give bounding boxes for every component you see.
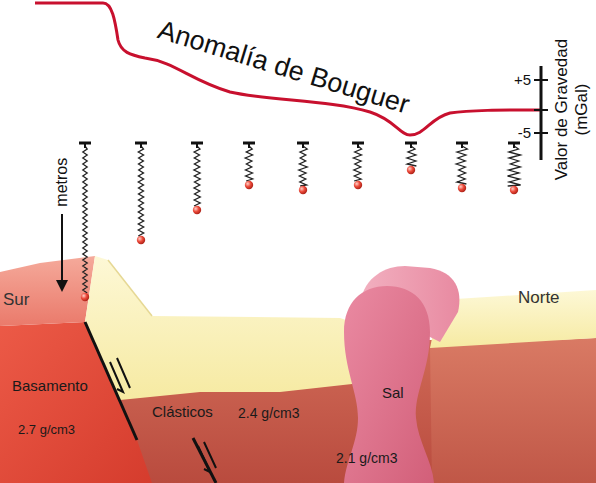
density-value: 2.4 g/cm3 bbox=[238, 405, 299, 421]
axis-title: Valor de Gravedad (mGal) bbox=[552, 20, 591, 200]
axis-tick bbox=[534, 132, 548, 134]
fault-line bbox=[85, 322, 137, 440]
density-value: 2.1 g/cm3 bbox=[336, 450, 397, 466]
well-log bbox=[508, 146, 521, 186]
well-log bbox=[299, 146, 307, 186]
direction-label: Norte bbox=[518, 288, 560, 308]
axis-value: +5 bbox=[514, 71, 531, 88]
well-bottom bbox=[354, 181, 362, 189]
well-head bbox=[410, 143, 412, 148]
anomaly-title: Anomalía de Bouguer bbox=[155, 15, 414, 121]
well-head bbox=[196, 143, 198, 148]
scarp-edge bbox=[108, 260, 152, 316]
basement-top bbox=[0, 256, 95, 326]
well-head bbox=[513, 143, 515, 148]
bouguer-curve bbox=[35, 3, 541, 135]
well-log bbox=[138, 146, 143, 236]
well-log bbox=[194, 146, 200, 206]
axis-value: -5 bbox=[518, 124, 531, 141]
well-log bbox=[407, 146, 417, 166]
well-bottom bbox=[137, 236, 145, 244]
direction-label: Sur bbox=[3, 290, 29, 310]
well-bottom bbox=[510, 186, 518, 194]
unit-name: Basamento bbox=[12, 377, 88, 394]
unit-name: Clásticos bbox=[152, 403, 213, 420]
depth-arrowhead bbox=[56, 280, 68, 292]
depth-label: metros bbox=[53, 158, 71, 207]
well-head bbox=[302, 143, 304, 148]
well-log bbox=[245, 146, 253, 181]
well-head bbox=[461, 143, 463, 148]
well-log bbox=[456, 146, 467, 184]
density-value: 2.7 g/cm3 bbox=[18, 423, 75, 438]
clastic-top bbox=[85, 256, 352, 400]
well-head bbox=[140, 143, 142, 148]
depth-arrow bbox=[61, 214, 63, 282]
unit-name: Sal bbox=[382, 384, 404, 401]
well-bottom bbox=[245, 181, 253, 189]
axis-tick bbox=[534, 109, 548, 111]
well-head bbox=[84, 143, 86, 148]
well-bottom bbox=[458, 184, 466, 192]
axis-tick bbox=[534, 79, 548, 81]
north-front-face bbox=[430, 338, 596, 483]
fault-arrow bbox=[198, 442, 216, 472]
fault-arrow bbox=[110, 358, 130, 392]
well-log bbox=[353, 146, 361, 181]
well-bottom bbox=[299, 186, 307, 194]
well-bottom bbox=[81, 293, 89, 301]
fault-line bbox=[193, 438, 216, 483]
well-log bbox=[83, 146, 87, 293]
well-bottom bbox=[193, 206, 201, 214]
well-bottom bbox=[407, 166, 415, 174]
well-head bbox=[248, 143, 250, 148]
well-head bbox=[357, 143, 359, 148]
